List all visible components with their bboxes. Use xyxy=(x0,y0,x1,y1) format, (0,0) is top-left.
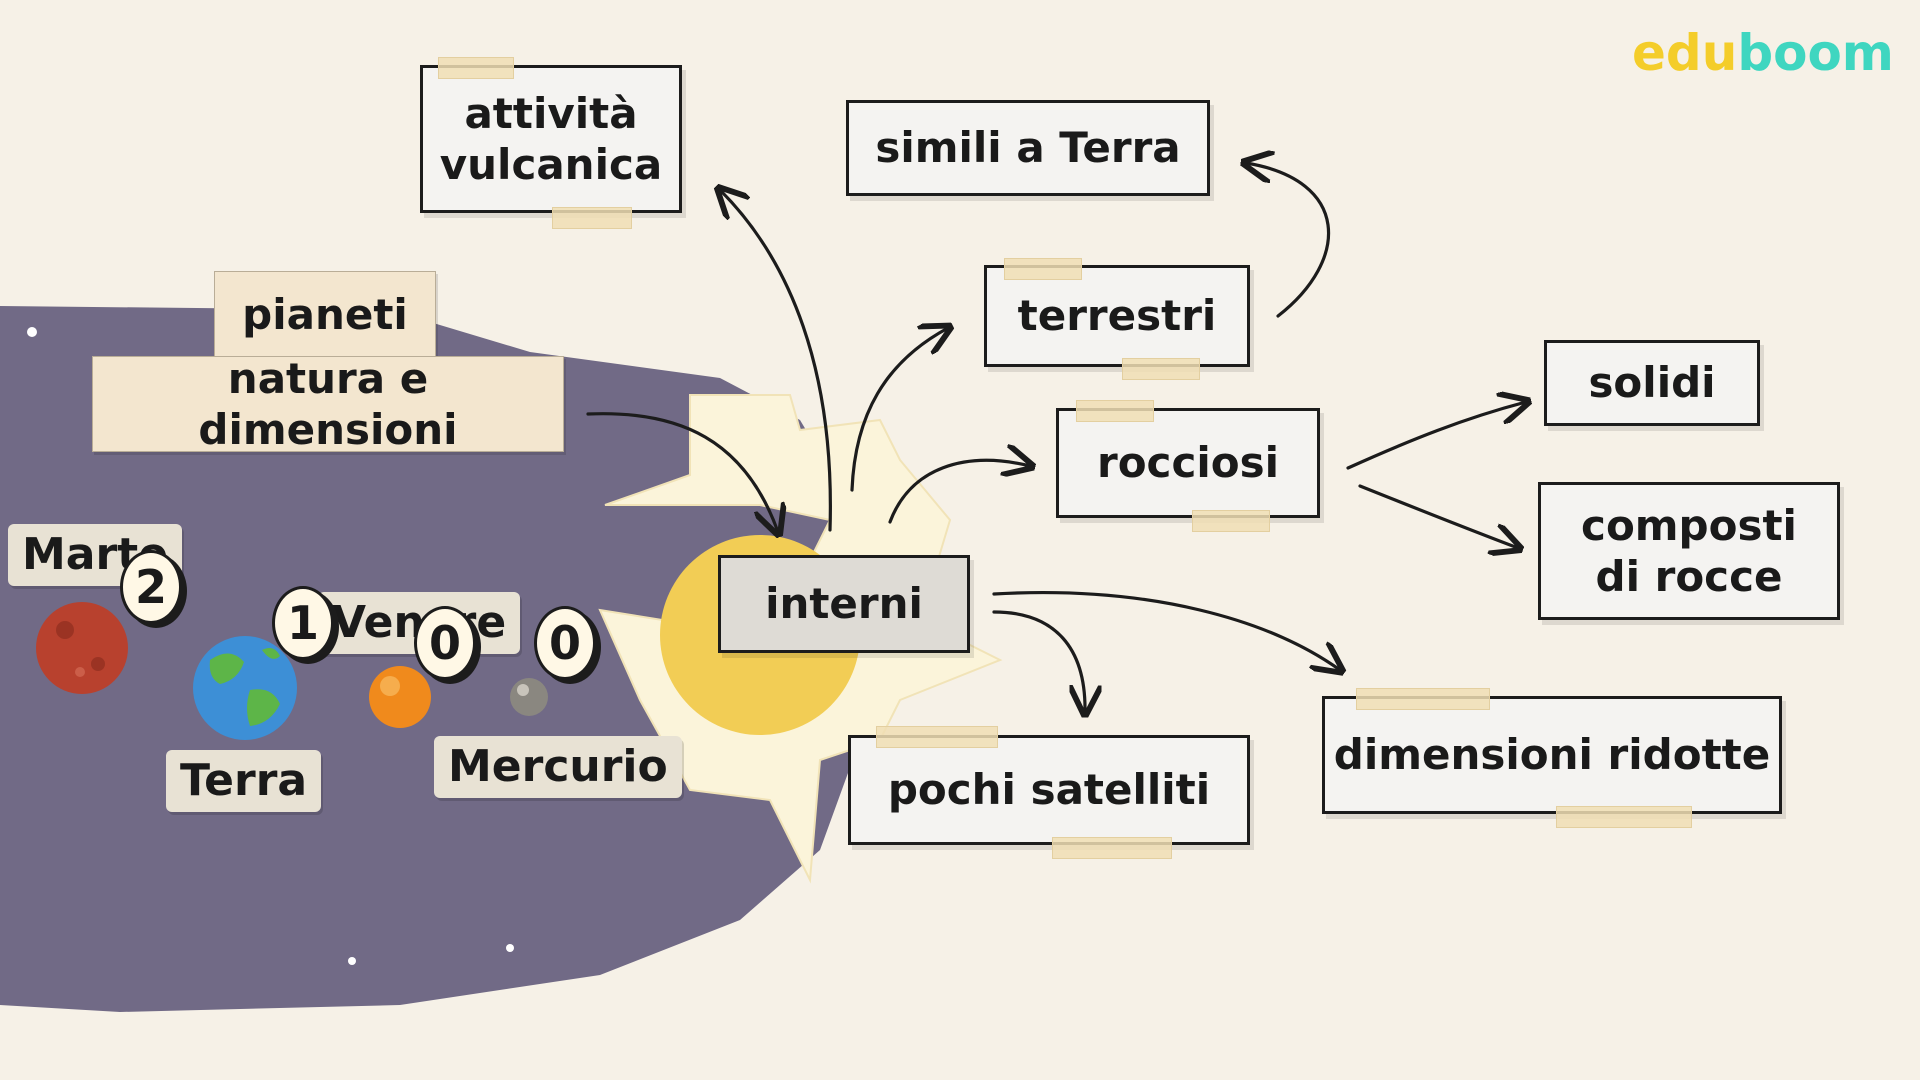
satellite-count-venus: 0 xyxy=(414,606,476,680)
tape-strip xyxy=(1076,400,1154,422)
card-terrestrial: terrestri xyxy=(984,265,1250,367)
pianeti-tag: pianeti xyxy=(214,271,436,359)
star-icon xyxy=(27,327,37,337)
tape-strip xyxy=(1356,688,1490,710)
card-small-size: dimensioni ridotte xyxy=(1322,696,1782,814)
card-rocky: rocciosi xyxy=(1056,408,1320,518)
tape-strip xyxy=(552,207,632,229)
star-icon xyxy=(348,957,356,965)
satellite-count-mercury: 0 xyxy=(534,606,596,680)
card-solid: solidi xyxy=(1544,340,1760,426)
card-rock-composed: composti di rocce xyxy=(1538,482,1840,620)
tape-strip xyxy=(1122,358,1200,380)
planet-label-mercury: Mercurio xyxy=(434,736,682,798)
planet-label-earth: Terra xyxy=(166,750,322,812)
tape-strip xyxy=(1004,258,1082,280)
tape-strip xyxy=(438,57,514,79)
card-few-satellites: pochi satelliti xyxy=(848,735,1250,845)
star-icon xyxy=(506,944,514,952)
card-volcanic-activity: attività vulcanica xyxy=(420,65,682,213)
satellite-count-mars: 2 xyxy=(120,550,182,624)
card-earth-like: simili a Terra xyxy=(846,100,1210,196)
tape-strip xyxy=(1556,806,1692,828)
subtitle-card: natura e dimensioni xyxy=(92,354,564,454)
satellite-count-earth: 1 xyxy=(272,586,334,660)
tape-strip xyxy=(876,726,998,748)
eduboom-logo: eduboom xyxy=(1632,24,1894,82)
card-internal: interni xyxy=(718,555,970,653)
tape-strip xyxy=(1052,837,1172,859)
tape-strip xyxy=(1192,510,1270,532)
